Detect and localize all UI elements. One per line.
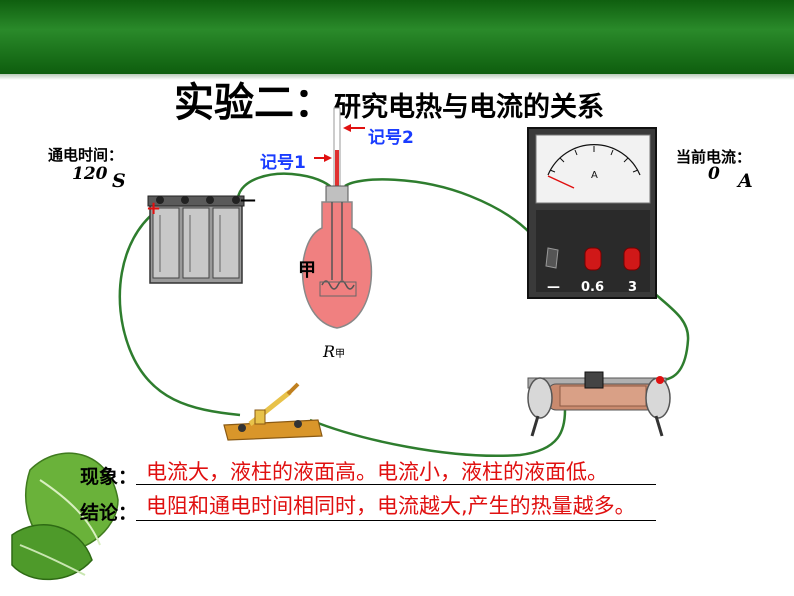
knife-switch xyxy=(223,382,323,441)
wire-battery-switch xyxy=(118,211,241,417)
ammeter: A xyxy=(527,127,657,299)
phenomenon-label: 现象： xyxy=(80,466,138,488)
header-bar xyxy=(0,0,794,74)
wire-switch-rheostat xyxy=(309,409,567,457)
label-current: 当前电流： xyxy=(676,148,752,166)
time-unit: S xyxy=(112,170,126,192)
slide-title: 实验二：研究电热与电流的关系 xyxy=(174,70,604,128)
phenomenon-text: 电流大，液柱的液面高。电流小，液柱的液面低。 xyxy=(146,460,608,484)
title-sub: 研究电热与电流的关系 xyxy=(334,92,604,123)
ammeter-minus: — xyxy=(547,280,560,295)
flask-label: 甲 xyxy=(298,260,316,281)
mark-arrows xyxy=(314,124,365,162)
phenomenon-underline xyxy=(136,484,656,485)
label-mark1: 记号1 xyxy=(260,153,306,173)
wire-battery-flask xyxy=(236,172,335,199)
rheostat xyxy=(527,371,671,437)
wire-flask-ammeter xyxy=(344,178,550,261)
conclusion-text: 电阻和通电时间相同时，电流越大,产生的热量越多。 xyxy=(146,494,636,518)
battery-plus: + xyxy=(146,198,161,219)
header-shadow xyxy=(0,74,794,80)
svg-text:A: A xyxy=(591,170,598,181)
resistor-sub: 甲 xyxy=(335,349,346,360)
leaf-decoration xyxy=(11,452,119,581)
resistor-letter: R xyxy=(323,342,336,361)
label-mark2: 记号2 xyxy=(368,128,414,148)
conclusion-label: 结论： xyxy=(80,502,138,524)
battery xyxy=(147,195,245,284)
resistor-label: R甲 xyxy=(323,342,345,361)
current-value: 0 xyxy=(708,164,720,184)
time-value: 120 xyxy=(72,164,108,184)
title-main: 实验二： xyxy=(174,80,334,126)
conclusion-underline xyxy=(136,520,656,521)
label-time: 通电时间： xyxy=(48,146,124,164)
ammeter-3: 3 xyxy=(628,280,637,295)
current-unit: A xyxy=(738,170,753,192)
flask xyxy=(301,107,373,329)
battery-minus: — xyxy=(240,190,256,209)
ammeter-06: 0.6 xyxy=(581,280,604,295)
